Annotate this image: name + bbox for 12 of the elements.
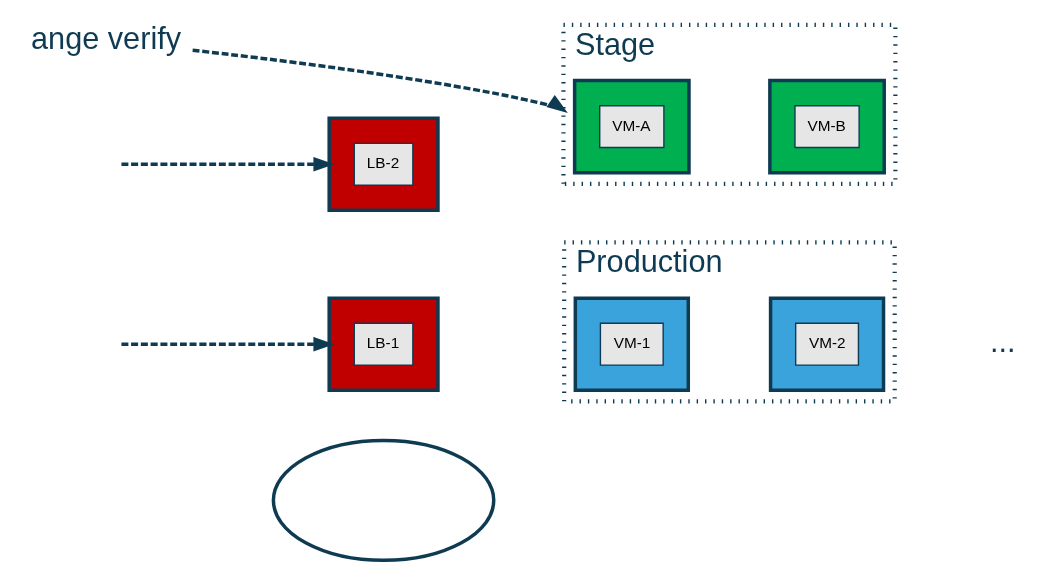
arrow (120, 156, 334, 172)
arrow (120, 336, 334, 352)
label: ... (989, 323, 1016, 359)
node-text: ange verify (30, 21, 181, 57)
node-box: VM-B (767, 78, 886, 175)
node-box: VM-A (572, 78, 691, 175)
node-box: VM-1 (573, 296, 690, 392)
node-box: VM-2 (768, 296, 885, 392)
node-box: LB-1 (326, 296, 440, 392)
node-box: LB-2 (326, 116, 440, 213)
node-cloud (271, 438, 495, 563)
arrow (191, 48, 568, 113)
